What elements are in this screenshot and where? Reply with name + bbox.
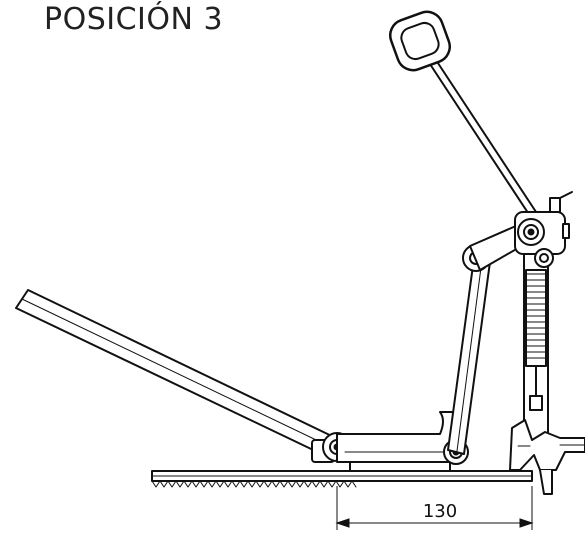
hoop-clamp [509,419,585,495]
drive-hub [514,191,573,268]
base-plate [151,470,533,488]
footboard-pedal [15,289,341,463]
beater-head [388,10,452,72]
dimension-label: 130 [423,501,457,522]
heel-plate [336,411,461,472]
dimension-130 [335,486,534,530]
connecting-link [447,257,491,455]
beater-shaft [423,50,543,226]
spring-post [523,254,549,456]
drawing-title: POSICIÓN 3 [44,2,224,37]
